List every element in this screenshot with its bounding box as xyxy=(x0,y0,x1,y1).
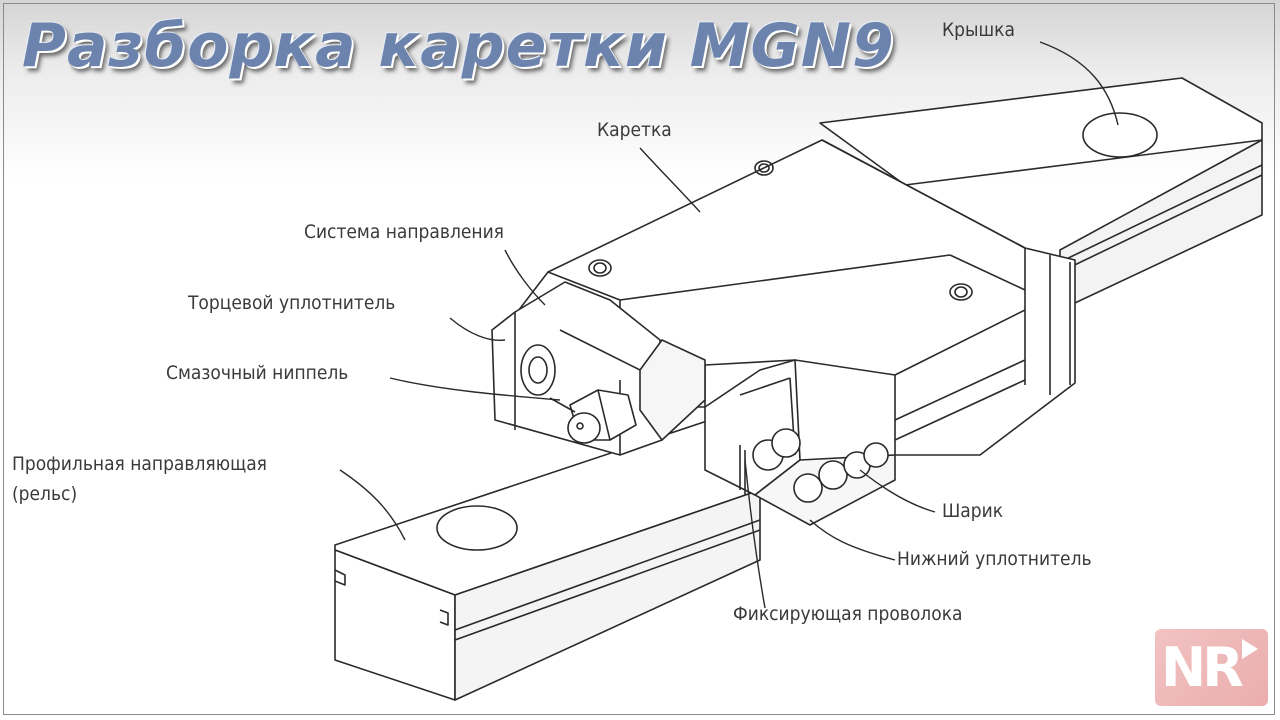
label-rail: Профильная направляющая (рельс) xyxy=(12,452,267,506)
label-ball: Шарик xyxy=(942,500,1004,522)
logo-text: NR xyxy=(1161,636,1244,699)
diagram-title: Разборка каретки MGN9 xyxy=(22,11,895,81)
label-carriage: Каретка xyxy=(597,119,672,141)
rail-back xyxy=(819,77,1263,311)
label-bottom-seal: Нижний уплотнитель xyxy=(897,548,1092,570)
label-guide-system: Система направления xyxy=(304,221,504,243)
rail-front xyxy=(334,419,761,701)
label-rail-line1: Профильная направляющая xyxy=(12,453,267,475)
label-retaining-wire: Фиксирующая проволока xyxy=(733,603,963,625)
balls xyxy=(752,428,889,503)
label-rail-line2: (рельс) xyxy=(12,483,78,505)
leader-lines xyxy=(339,41,1119,609)
label-grease-nipple: Смазочный ниппель xyxy=(166,362,349,384)
channel-logo: NR xyxy=(1155,629,1268,706)
grease-nipple xyxy=(520,344,637,444)
tapped-holes xyxy=(588,160,973,301)
play-icon xyxy=(1242,639,1258,659)
label-cover: Крышка xyxy=(942,19,1015,41)
label-end-seal: Торцевой уплотнитель xyxy=(188,292,396,314)
